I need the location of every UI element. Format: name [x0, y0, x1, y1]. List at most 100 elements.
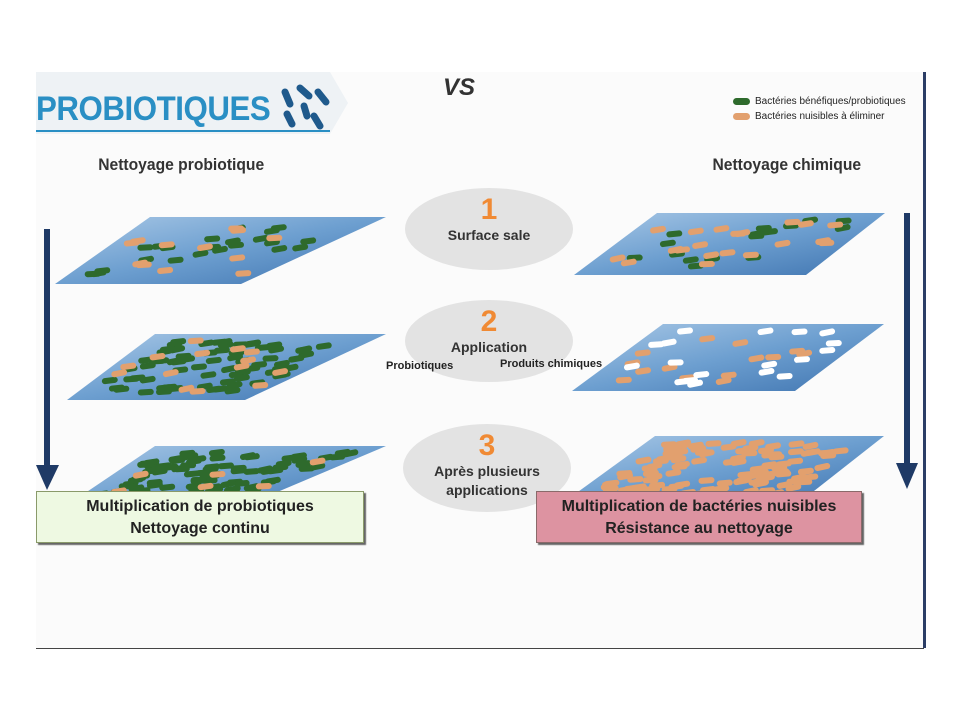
bad-bacterium: [761, 461, 778, 469]
good-bacterium: [682, 256, 699, 264]
probiotiques-label: Probiotiques: [386, 360, 454, 372]
chemical-particle: [819, 346, 836, 354]
good-bacterium: [150, 465, 167, 473]
good-bacterium: [146, 478, 163, 487]
good-bacterium: [185, 457, 202, 466]
bad-bacterium: [788, 448, 804, 456]
plate-right-1: [574, 213, 885, 275]
plate-left-1: [55, 217, 386, 284]
bad-bacterium: [646, 461, 663, 471]
bad-bacterium: [765, 353, 782, 361]
chemical-particle: [660, 338, 677, 347]
good-bacterium: [749, 229, 766, 238]
bad-bacterium: [804, 448, 821, 457]
bad-bacterium: [635, 456, 652, 465]
bad-bacterium: [252, 382, 269, 389]
plate-right-3: [564, 436, 884, 502]
legend-item-good: Bactéries bénéfiques/probiotiques: [733, 96, 906, 107]
good-bacterium: [205, 356, 222, 365]
chemical-particle: [794, 356, 810, 363]
bad-bacterium: [784, 218, 801, 226]
bad-bacterium: [668, 442, 685, 449]
result-right-line1: Multiplication de bactéries nuisibles: [561, 498, 837, 515]
bad-bacterium: [111, 369, 128, 378]
bad-bacterium: [609, 254, 626, 263]
good-bacterium: [204, 463, 221, 471]
bad-bacterium: [691, 457, 708, 465]
bad-bacterium: [699, 335, 716, 343]
result-left-line1: Multiplication de probiotiques: [86, 498, 314, 515]
bad-bacterium: [197, 243, 213, 252]
bad-bacterium: [162, 369, 179, 378]
bad-bacterium: [620, 258, 637, 267]
good-bacterium: [243, 468, 260, 475]
bad-bacterium: [715, 377, 732, 385]
good-bacterium: [183, 470, 200, 478]
bad-bacterium: [732, 339, 749, 347]
good-bacterium: [315, 342, 332, 350]
bad-bacterium: [742, 251, 759, 259]
bad-bacterium: [255, 482, 272, 490]
good-bacterium: [666, 230, 683, 238]
bad-bacterium: [615, 376, 632, 384]
good-bacterium: [329, 453, 346, 461]
bad-bacterium: [692, 241, 709, 249]
legend-label-good: Bactéries bénéfiques/probiotiques: [755, 96, 906, 107]
bad-bacterium: [752, 479, 769, 488]
bad-bacterium: [814, 462, 831, 472]
chemical-particle: [757, 327, 774, 336]
bad-bacterium: [665, 469, 682, 477]
chemical-particle: [693, 371, 710, 379]
good-bacterium: [292, 243, 309, 252]
bad-bacterium: [734, 229, 751, 238]
bad-bacterium: [716, 479, 733, 487]
bad-bacterium: [827, 221, 844, 229]
good-bacterium: [123, 375, 140, 383]
bad-bacterium: [797, 220, 814, 228]
bad-bacterium: [149, 353, 166, 361]
good-bacterium: [200, 371, 217, 379]
bad-bacterium: [742, 444, 759, 452]
good-bacterium: [182, 452, 199, 461]
good-bacterium: [209, 454, 226, 462]
step-1-number: 1: [480, 193, 498, 226]
right-column-heading: Nettoyage chimique: [712, 155, 862, 174]
bad-bacterium: [694, 449, 711, 456]
bad-bacterium: [635, 367, 652, 375]
good-bacterium: [239, 452, 256, 461]
bad-bacteria-swatch: [733, 113, 750, 120]
produits-chimiques-label: Produits chimiques: [500, 358, 603, 370]
chemical-particle: [819, 328, 836, 337]
good-bacterium: [179, 355, 196, 363]
vs-label: VS: [443, 74, 476, 101]
bad-bacterium: [158, 241, 175, 249]
good-bacterium: [139, 375, 156, 384]
bad-bacterium: [672, 448, 689, 456]
legend-item-bad: Bactéries nuisibles à éliminer: [733, 111, 885, 122]
bad-bacterium: [229, 345, 246, 353]
bad-bacterium: [650, 225, 666, 234]
bad-bacterium: [713, 485, 730, 493]
chemical-particle: [825, 340, 842, 347]
good-bacterium: [295, 346, 312, 354]
good-bacterium: [101, 376, 118, 385]
good-bacterium: [219, 378, 236, 386]
chemical-particle: [674, 378, 691, 386]
slide-edge: [923, 72, 926, 648]
chemical-particle: [791, 328, 808, 336]
bad-bacterium: [132, 470, 149, 479]
chemical-particle: [758, 367, 775, 376]
surface-plate: [572, 324, 884, 391]
bad-bacterium: [230, 227, 247, 234]
good-bacterium: [272, 463, 289, 471]
good-bacterium: [268, 345, 285, 354]
bad-bacterium: [266, 234, 283, 242]
good-bacterium: [659, 239, 676, 248]
chemical-particle: [623, 362, 640, 371]
bad-bacterium: [243, 348, 260, 356]
bad-bacterium: [272, 368, 289, 376]
title-banner: PROBIOTIQUES: [36, 72, 346, 134]
bad-bacterium: [719, 249, 736, 257]
bad-bacterium: [705, 440, 722, 447]
good-bacterium: [295, 460, 312, 468]
